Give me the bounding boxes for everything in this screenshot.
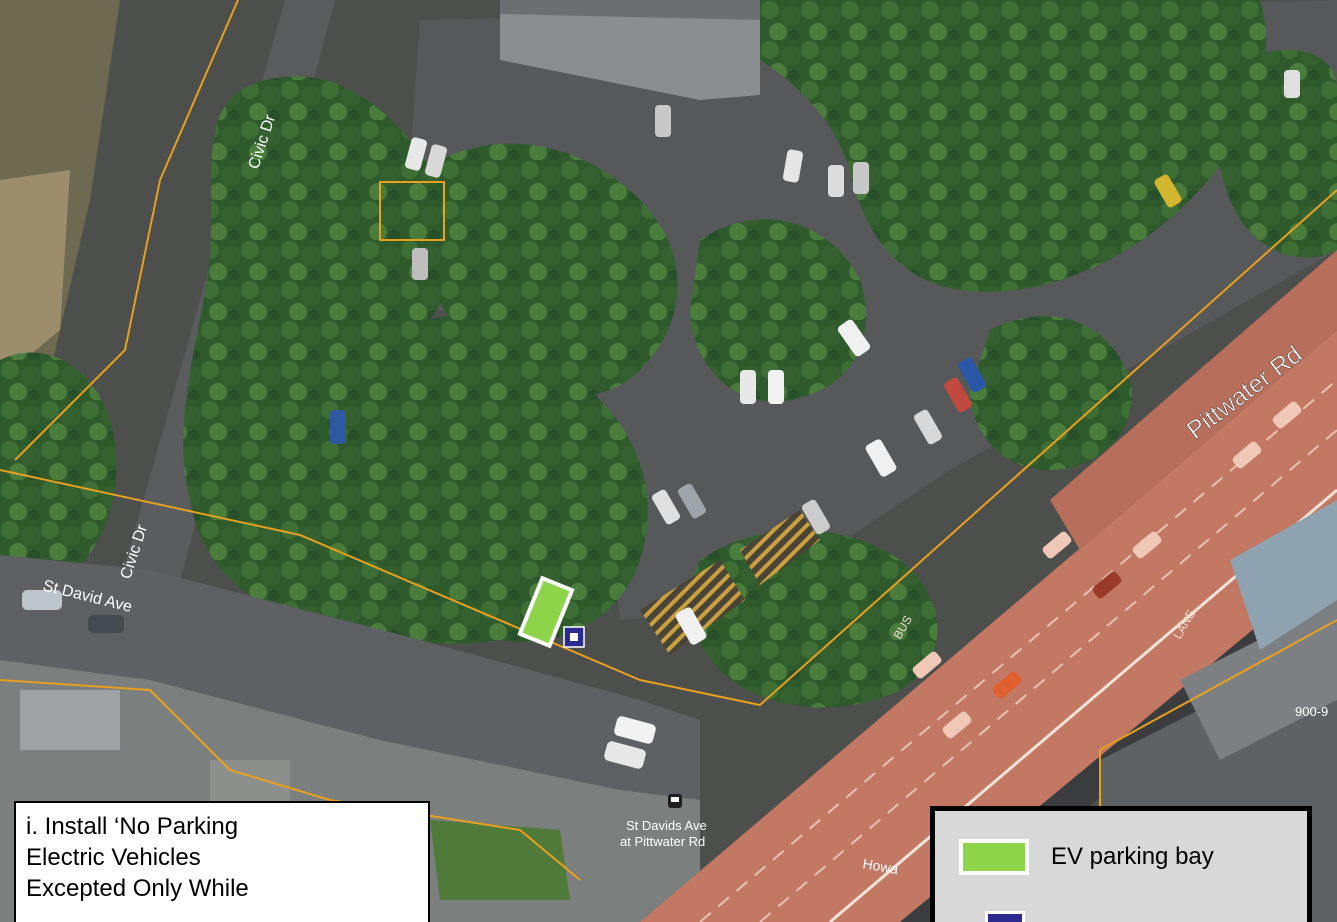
garden-bed: [430, 820, 570, 900]
tree-canopy-east: [970, 316, 1132, 470]
bus-stop-label-line1: St Davids Ave: [626, 818, 707, 833]
tree-canopy-middle: [418, 143, 678, 396]
ev-charger-marker[interactable]: [563, 626, 585, 648]
hatched-bay-1: [640, 560, 745, 655]
howard-street-label: Howa: [861, 855, 899, 877]
legend-item-ev-bay: EV parking bay: [959, 839, 1214, 875]
bus-stop-icon[interactable]: [668, 794, 682, 808]
building-roof: [500, 0, 760, 100]
legend-swatch-charger: [985, 911, 1025, 922]
legend-swatch-ev-bay: [959, 839, 1029, 875]
instruction-note-box: i. Install ‘No Parking Electric Vehicles…: [14, 801, 430, 922]
legend-item-charger: [959, 911, 1047, 922]
note-line: i. Install ‘No Parking: [26, 813, 239, 840]
hatched-bay-2: [740, 510, 820, 585]
tree-canopy-west: [0, 352, 117, 584]
parked-cars: [22, 70, 1302, 769]
legend-label-ev-bay: EV parking bay: [1051, 843, 1214, 870]
tree-canopy-central: [183, 76, 648, 644]
note-line: Excepted Only While: [26, 875, 249, 902]
building-number-label: 900-9: [1295, 704, 1328, 719]
note-line: Electric Vehicles: [26, 844, 201, 871]
tree-canopy-corner: [689, 530, 938, 708]
bus-stop-label-line2: at Pittwater Rd: [620, 834, 705, 849]
rock-outcrop: [0, 170, 70, 380]
tree-canopy-carpark: [690, 219, 867, 402]
tree-canopy-northeast: [760, 0, 1267, 292]
st-david-ave-road: [0, 555, 700, 800]
map-legend: EV parking bay: [930, 806, 1312, 922]
ev-parking-bay[interactable]: [517, 575, 575, 649]
